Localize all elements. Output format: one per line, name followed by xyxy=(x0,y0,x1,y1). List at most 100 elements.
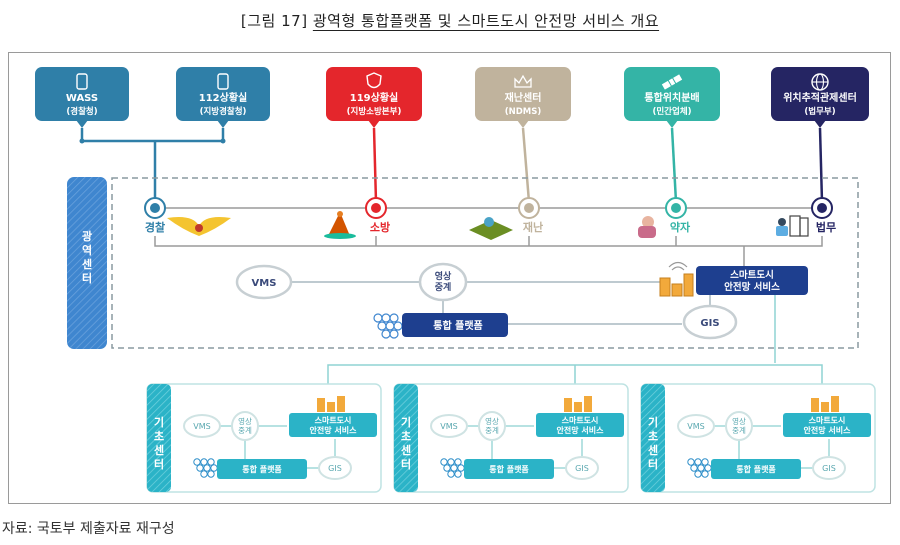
service-node-dot xyxy=(524,203,534,213)
regional-vms-node[interactable]: VMS xyxy=(235,264,293,300)
base-distribution-lines xyxy=(327,295,823,384)
base-platform-label: 통합 플랫폼 xyxy=(736,464,776,474)
service-label: 약자 xyxy=(670,220,691,234)
agency-box[interactable] xyxy=(176,67,270,121)
service-0[interactable]: 경찰 xyxy=(144,197,231,236)
smart-city-buildings-icon xyxy=(811,396,839,412)
regional-smart-city-node[interactable]: 스마트도시 안전망 서비스 xyxy=(659,261,808,297)
agency-name: 119상황실 xyxy=(350,91,398,104)
svg-text:VMS: VMS xyxy=(252,278,277,289)
service-4[interactable]: 법무 xyxy=(776,197,836,237)
service-node-dot xyxy=(671,203,681,213)
agency-box[interactable] xyxy=(326,67,422,121)
base-platform-node[interactable]: 통합 플랫폼 xyxy=(687,458,801,479)
service-label: 경찰 xyxy=(145,220,165,234)
agency-pointer xyxy=(217,120,229,128)
agency-subtitle: (법무부) xyxy=(804,106,835,117)
diagram-frame xyxy=(8,52,891,504)
agency-subtitle: (NDMS) xyxy=(505,107,542,117)
figure-title-text: 광역형 통합플랫폼 및 스마트도시 안전망 서비스 개요 xyxy=(312,12,660,30)
mobile-phone-icon xyxy=(217,73,229,90)
svg-text:통합 플랫폼: 통합 플랫폼 xyxy=(433,319,482,332)
agency-name: 통합위치분배 xyxy=(644,91,699,104)
service-1[interactable]: 소방 xyxy=(324,197,390,239)
figure-title: [그림 17] 광역형 통합플랫폼 및 스마트도시 안전망 서비스 개요 xyxy=(0,10,900,31)
disaster-terrain-icon xyxy=(469,217,513,240)
regional-platform-node[interactable]: 통합 플랫폼 xyxy=(373,313,508,339)
service-node-dot xyxy=(817,203,827,213)
agency-box[interactable] xyxy=(771,67,869,121)
service-3[interactable]: 약자 xyxy=(638,197,691,238)
agency-box[interactable] xyxy=(475,67,571,121)
figure-label: [그림 17] xyxy=(240,12,308,30)
base-gis-node[interactable]: GIS xyxy=(812,456,846,480)
agency-name: 재난센터 xyxy=(505,91,542,104)
base-gis-label: GIS xyxy=(328,464,342,473)
regional-gis-node[interactable]: GIS xyxy=(682,304,738,340)
regional-video-relay-node[interactable]: 영상 중계 xyxy=(418,262,468,302)
agencies-row: WASS(경찰청) 112상황실(지방경찰청) 119상황실(지방소방본부) 재난센터… xyxy=(35,67,869,203)
base-gis-node[interactable]: GIS xyxy=(565,456,599,480)
service-label: 소방 xyxy=(370,220,390,234)
base-vms-label: VMS xyxy=(193,422,210,431)
agency-subtitle: (민간업체) xyxy=(652,106,691,117)
connector-situation-119 xyxy=(372,127,378,203)
police-emblem-icon xyxy=(167,217,231,236)
legal-documents-icon xyxy=(776,215,809,237)
base-platform-label: 통합 플랫폼 xyxy=(489,464,529,474)
agency-pointer xyxy=(814,120,826,128)
base-smart-label-1: 스마트도시 xyxy=(562,415,599,425)
agency-box[interactable] xyxy=(624,67,720,121)
base-relay-label-1: 영상 xyxy=(485,416,499,426)
base-vms-node[interactable]: VMS xyxy=(430,414,468,438)
base-smart-label-1: 스마트도시 xyxy=(809,415,846,425)
service-node-dot xyxy=(150,203,160,213)
agency-disaster-center[interactable]: 재난센터 (NDMS) xyxy=(475,67,571,128)
agency-situation-112[interactable]: 112상황실(지방경찰청) xyxy=(176,67,270,128)
base-gis-node[interactable]: GIS xyxy=(318,456,352,480)
network-cluster-icon xyxy=(440,458,465,478)
base-center-label-band xyxy=(641,384,665,492)
base-relay-label-2: 중계 xyxy=(732,425,746,435)
base-smart-label-2: 안전망 서비스 xyxy=(310,425,358,435)
agency-pointer xyxy=(666,120,678,128)
agency-name: WASS xyxy=(66,93,98,104)
mobile-phone-icon xyxy=(76,73,88,90)
agency-situation-119[interactable]: 119상황실(지방소방본부) xyxy=(326,67,422,128)
base-platform-node[interactable]: 통합 플랫폼 xyxy=(440,458,554,479)
base-platform-node[interactable]: 통합 플랫폼 xyxy=(193,458,307,479)
crown-icon xyxy=(514,74,532,88)
base-smart-label-2: 안전망 서비스 xyxy=(804,425,852,435)
base-vms-label: VMS xyxy=(687,422,704,431)
agency-tracking-center[interactable]: 위치추적관제센터 (법무부) xyxy=(771,67,869,128)
agency-subtitle: (지방경찰청) xyxy=(200,106,247,117)
agency-box[interactable] xyxy=(35,67,129,121)
agency-pointer xyxy=(368,120,380,128)
base-center-label-band xyxy=(147,384,171,492)
agency-pointer xyxy=(76,120,88,128)
network-cluster-icon xyxy=(193,458,218,478)
svg-text:영상: 영상 xyxy=(435,270,452,282)
svg-text:안전망 서비스: 안전망 서비스 xyxy=(724,281,780,293)
service-2[interactable]: 재난 xyxy=(469,197,543,240)
agency-location-dispatch[interactable]: 통합위치분배 (민간업체) xyxy=(624,67,720,128)
agency-pointer xyxy=(517,120,529,128)
agency-wass[interactable]: WASS(경찰청) xyxy=(35,67,129,128)
base-vms-node[interactable]: VMS xyxy=(677,414,715,438)
service-label: 법무 xyxy=(816,220,836,234)
agency-name: 위치추적관제센터 xyxy=(783,91,857,104)
source-note: 자료: 국토부 제출자료 재구성 xyxy=(2,521,175,537)
base-vms-node[interactable]: VMS xyxy=(183,414,221,438)
